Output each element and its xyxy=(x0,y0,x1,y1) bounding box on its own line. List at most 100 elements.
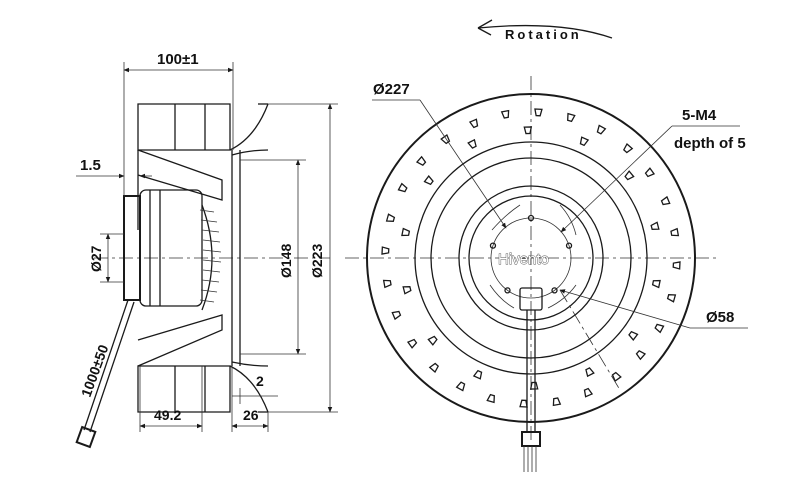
blade-rivet xyxy=(440,133,451,145)
mount-hole xyxy=(551,287,558,294)
blade-rivet xyxy=(382,279,392,289)
dim-width-label: 100±1 xyxy=(157,51,199,68)
dim-outer-label: Ø223 xyxy=(309,244,325,278)
side-top-blades xyxy=(174,104,206,150)
blade-rivet xyxy=(672,261,681,270)
blade-rivet xyxy=(523,126,533,135)
front-inlet-ring xyxy=(430,157,632,359)
dim-impeller-label: Ø227 xyxy=(373,81,410,98)
blade-rivet xyxy=(534,108,543,117)
leader-mountcircle xyxy=(559,289,691,329)
front-cable-wires xyxy=(523,446,537,472)
blade-rivet xyxy=(660,195,671,206)
side-cable-b xyxy=(89,301,135,433)
leader-mount xyxy=(560,125,673,233)
side-bottom-blades xyxy=(174,366,206,412)
side-top-inlet xyxy=(231,149,269,156)
blade-rivet xyxy=(381,246,390,255)
blade-rivet xyxy=(624,170,635,181)
dim-wall-label: 1.5 xyxy=(80,157,101,174)
blade-rivet xyxy=(455,381,466,392)
blade-rivet xyxy=(401,227,411,237)
mount-hole xyxy=(489,242,497,249)
side-rotor-arc xyxy=(201,204,213,311)
rotation-label: Rotation xyxy=(505,27,582,42)
leader-impeller xyxy=(419,99,507,229)
front-outer-disk xyxy=(366,93,696,423)
blade-rivet xyxy=(651,279,661,289)
dim-mount-spec-line2: depth of 5 xyxy=(674,135,746,152)
blade-rivet xyxy=(596,124,607,135)
hivento-logo: Hivento xyxy=(498,251,549,268)
blade-rivet xyxy=(468,118,479,129)
front-rotor-spokes xyxy=(489,204,577,309)
side-top-curve xyxy=(229,103,269,151)
dim-mountcircle-label: Ø58 xyxy=(706,309,734,326)
blade-rivet xyxy=(415,155,427,167)
blade-rivet xyxy=(635,349,647,361)
side-bottom-curve xyxy=(229,365,269,413)
dim-ring-label: 26 xyxy=(243,407,259,423)
front-cable-gland xyxy=(519,287,543,311)
blade-rivet xyxy=(622,142,634,154)
rotation-arrowhead xyxy=(477,19,493,36)
rotation-arc xyxy=(477,24,613,39)
side-top-blade-sheet xyxy=(137,149,223,201)
side-view: 100±1 1.5 Ø27 1000±50 Ø148 Ø223 49.2 26 xyxy=(75,51,338,449)
side-cable-plug xyxy=(75,425,97,449)
side-bottom-housing xyxy=(137,365,231,413)
blade-rivet xyxy=(397,182,408,193)
blade-rivet xyxy=(428,362,440,374)
blade-rivet xyxy=(611,371,622,383)
blade-rivet xyxy=(472,369,483,380)
dim-hub-label: 49.2 xyxy=(154,407,181,423)
mount-hole xyxy=(527,214,535,222)
blade-rivet xyxy=(427,335,438,346)
side-cable-a xyxy=(83,299,129,431)
blade-rivet xyxy=(567,112,576,123)
side-bottom-blade-sheet xyxy=(137,314,223,367)
blade-rivet xyxy=(583,387,594,398)
blade-rivet xyxy=(406,338,418,349)
blade-rivet xyxy=(423,175,434,186)
side-bottom-inlet xyxy=(231,361,269,367)
front-mount-circle xyxy=(490,217,572,299)
blade-rivet xyxy=(585,367,595,378)
front-view: Hivento Ø227 5-M4 depth of 5 Ø58 xyxy=(345,76,748,472)
side-motor-rings xyxy=(149,190,161,306)
mount-hole xyxy=(565,242,573,249)
front-hub-outer xyxy=(458,185,604,331)
dim-mount-spec-line1: 5-M4 xyxy=(682,107,717,124)
blade-rivet xyxy=(486,393,495,404)
blade-rivet xyxy=(644,167,656,178)
front-cable-plug xyxy=(521,431,541,447)
dim-shaft-label: Ø27 xyxy=(88,245,104,272)
blade-rivet xyxy=(552,397,562,407)
front-hub-inner xyxy=(468,195,594,321)
blade-rivet xyxy=(650,221,660,230)
side-motor-body xyxy=(139,189,203,307)
front-blade-rivets-inner xyxy=(401,126,661,390)
blade-rivet xyxy=(579,136,590,147)
dim-cable-label: 1000±50 xyxy=(78,342,112,399)
rotation-indicator: Rotation xyxy=(477,19,613,42)
blade-rivet xyxy=(500,109,510,119)
dim-gap-label: 2 xyxy=(256,373,264,389)
blade-rivet xyxy=(654,323,665,334)
front-blade-ring-inner xyxy=(414,141,648,375)
blade-rivet xyxy=(391,310,402,321)
side-rotor-fins xyxy=(199,209,222,303)
mount-hole xyxy=(504,287,511,294)
front-blade-rivets-outer xyxy=(381,108,681,408)
blade-rivet xyxy=(670,227,680,237)
dim-inlet-label: Ø148 xyxy=(278,244,294,278)
side-top-housing xyxy=(137,103,231,151)
blade-rivet xyxy=(666,294,677,303)
blade-rivet xyxy=(529,381,539,390)
blade-rivet xyxy=(402,286,412,295)
blade-rivet xyxy=(628,330,639,341)
blade-rivet xyxy=(385,213,396,222)
blade-rivet xyxy=(467,138,477,149)
